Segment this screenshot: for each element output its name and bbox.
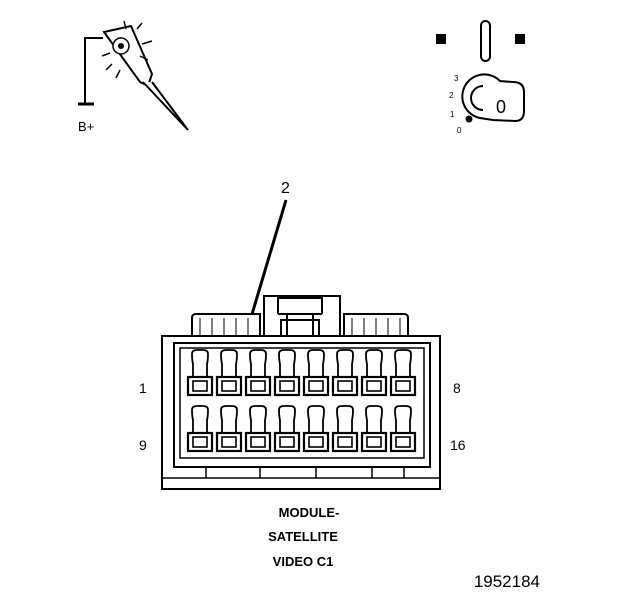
terminal-cavity-14	[331, 405, 359, 453]
b-plus-label: B+	[78, 119, 94, 134]
pin-label-16: 16	[450, 437, 466, 453]
terminal-cavity-12	[273, 405, 301, 453]
pin-label-8: 8	[453, 380, 461, 396]
terminal-cavity-5	[302, 349, 330, 397]
caption-line-2: SATELLITE	[268, 529, 338, 544]
terminal-cavity-1	[186, 349, 214, 397]
test-light-probe-icon	[78, 20, 189, 131]
caption-line-1: MODULE-	[279, 505, 340, 520]
callout-number: 2	[281, 180, 290, 197]
ignition-position-0: 0	[457, 126, 462, 135]
terminal-cavity-3	[244, 349, 272, 397]
ignition-position-3: 3	[454, 74, 459, 83]
terminal-cavity-13	[302, 405, 330, 453]
terminal-cavity-16	[389, 405, 417, 453]
terminal-cavity-9	[186, 405, 214, 453]
pin-label-1: 1	[139, 380, 147, 396]
terminal-cavity-4	[273, 349, 301, 397]
terminal-cavity-15	[360, 405, 388, 453]
ignition-switch-icon	[436, 20, 525, 123]
ignition-key-label: 0	[496, 97, 506, 117]
caption-line-3: VIDEO C1	[273, 554, 334, 569]
terminal-cavity-2	[215, 349, 243, 397]
terminal-cavity-7	[360, 349, 388, 397]
terminal-cavity-10	[215, 405, 243, 453]
ignition-position-1: 1	[450, 110, 455, 119]
pin-label-9: 9	[139, 437, 147, 453]
terminal-cavity-8	[389, 349, 417, 397]
figure-id: 1952184	[474, 572, 540, 591]
terminal-cavity-6	[331, 349, 359, 397]
connector-pins	[186, 349, 417, 453]
ignition-position-2: 2	[449, 91, 454, 100]
terminal-cavity-11	[244, 405, 272, 453]
